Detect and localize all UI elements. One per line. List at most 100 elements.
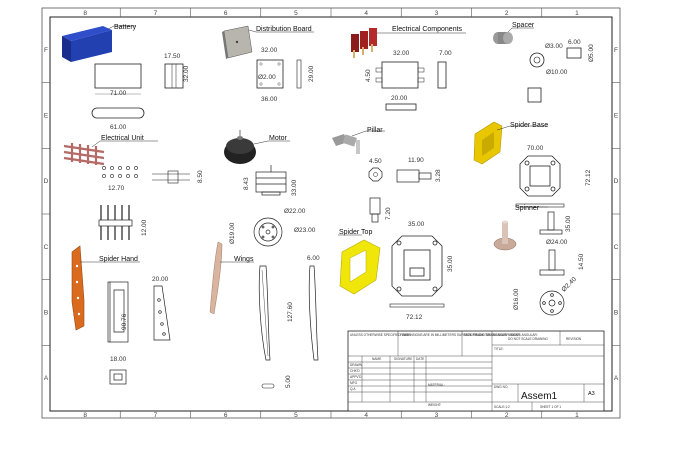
wings-iso xyxy=(209,241,223,315)
spinner-height-dim: 14.50 xyxy=(578,253,585,270)
battery-label: Battery xyxy=(114,24,137,31)
electrical-components-label: Electrical Components xyxy=(392,26,463,33)
zone-row-left-E: E xyxy=(44,113,49,120)
spider-hand-side-view xyxy=(153,285,171,341)
electrical-components-group: Electrical Components 32.00 4.50 7.00 20… xyxy=(351,26,466,111)
spacer-side-view xyxy=(566,47,582,59)
zone-col-bottom-1: 1 xyxy=(575,412,579,419)
spider-top-height-dim: 35.00 xyxy=(408,221,425,228)
spider-top-width-dim: 72.12 xyxy=(406,314,423,321)
title-block-col-name: NAME xyxy=(372,357,381,361)
zone-col-bottom-3: 3 xyxy=(435,412,439,419)
pillar-side-dim: 3.28 xyxy=(435,169,442,182)
wings-front-view xyxy=(258,265,271,361)
spinner-group: Spinner 35.00 Ø24.00 14.50 Ø16.00 Ø2.40 xyxy=(493,205,585,316)
electrical-unit-width-dim: 12.70 xyxy=(108,185,125,192)
motor-top-view xyxy=(253,217,283,247)
zone-row-left-B: B xyxy=(44,310,48,317)
title-block-material: MATERIAL: xyxy=(428,383,445,387)
electrical-components-width-dim: 32.00 xyxy=(393,50,410,57)
spider-top-iso xyxy=(339,239,381,295)
motor-side-dim: 33.00 xyxy=(291,179,298,196)
spacer-top-view xyxy=(529,52,545,68)
spider-top-top-view xyxy=(391,235,443,297)
spider-hand-front-view xyxy=(107,281,129,343)
spider-base-width-dim: 70.00 xyxy=(527,145,544,152)
zone-col-bottom-5: 5 xyxy=(294,412,298,419)
title-block-size: A3 xyxy=(588,391,595,397)
spacer-d2-dim: Ø10.00 xyxy=(546,69,568,76)
zone-col-top-1: 1 xyxy=(575,10,579,17)
spacer-iso xyxy=(493,32,513,44)
zone-col-top-8: 8 xyxy=(83,10,87,17)
spacer-d1-dim: Ø3.00 xyxy=(545,43,563,50)
zone-row-right-E: E xyxy=(614,113,619,120)
title-block-row-checked: CHK'D xyxy=(350,369,360,373)
title-block-revision: REVISION xyxy=(566,337,582,341)
distribution-board-label: Distribution Board xyxy=(256,26,312,33)
electrical-unit-side-view xyxy=(152,170,190,184)
title-block-dwg-no: DWG NO. xyxy=(494,385,508,389)
spinner-top-view xyxy=(539,290,565,316)
battery-side-dim: 32.00 xyxy=(183,65,190,82)
zone-col-top-7: 7 xyxy=(154,10,158,17)
spider-base-label: Spider Base xyxy=(510,122,548,129)
spinner-iso xyxy=(493,220,517,251)
electrical-components-side-dim: 4.50 xyxy=(365,69,372,82)
electrical-components-bottom-view xyxy=(385,103,417,111)
spider-hand-height-dim: 90.76 xyxy=(121,313,128,330)
pillar-front-view xyxy=(369,197,381,223)
spider-hand-bottom-view xyxy=(109,369,127,385)
electrical-unit-label: Electrical Unit xyxy=(101,135,144,142)
electrical-components-depth-dim: 7.00 xyxy=(439,50,452,57)
motor-diameter-dim: Ø22.00 xyxy=(284,208,306,215)
spinner-side-view xyxy=(539,211,563,235)
zone-row-right-C: C xyxy=(614,244,619,251)
spider-hand-group: Spider Hand 90.76 20.00 18.00 xyxy=(71,245,171,385)
wings-bottom-view xyxy=(261,383,275,389)
zone-row-right-F: F xyxy=(614,47,618,54)
motor-d3-dim: Ø23.00 xyxy=(294,227,316,234)
title-block-row-approved: APPV'D xyxy=(350,375,362,379)
distribution-board-group: Distribution Board 32.00 Ø2.00 36.00 29.… xyxy=(222,25,315,103)
title-block-dont-scale: DO NOT SCALE DRAWING xyxy=(508,337,548,341)
electrical-unit-side-dim: 8.50 xyxy=(197,170,204,183)
electrical-unit-iso xyxy=(63,143,105,166)
zone-row-left-F: F xyxy=(44,47,48,54)
motor-group: Motor 8.43 33.00 Ø22.00 Ø19.00 Ø23.00 xyxy=(224,130,316,247)
zone-row-right-D: D xyxy=(614,178,619,185)
spinner-hole-dim: Ø2.40 xyxy=(560,276,578,294)
title-block-weight: WEIGHT: xyxy=(428,403,441,407)
zone-row-left-C: C xyxy=(44,244,49,251)
motor-d2-dim: Ø19.00 xyxy=(229,222,236,244)
spacer-width-dim: 6.00 xyxy=(568,39,581,46)
spider-top-group: Spider Top 35.00 35.00 72.12 xyxy=(338,221,454,321)
spider-base-height-dim: 72.12 xyxy=(585,169,592,186)
spinner-front-view xyxy=(539,249,565,276)
pillar-iso xyxy=(332,134,360,154)
electrical-components-iso xyxy=(351,28,377,58)
distribution-board-top-view xyxy=(256,59,284,89)
title-block-sheet: SHEET 1 OF 1 xyxy=(540,405,561,409)
zone-marks xyxy=(42,8,620,418)
title-block-part-name: Assem1 xyxy=(521,391,558,402)
wings-section-dim: 5.00 xyxy=(285,375,292,388)
title-block-col-date: DATE xyxy=(416,357,424,361)
title-block-row-qa: Q.A xyxy=(350,387,356,391)
electrical-unit-group: Electrical Unit 12.70 8.50 12.00 xyxy=(63,135,204,240)
zone-col-bottom-2: 2 xyxy=(505,412,509,419)
zone-col-bottom-6: 6 xyxy=(224,412,228,419)
battery-group: Battery 71.00 17.50 32.00 61.00 xyxy=(62,24,190,131)
spinner-side-dim: 35.00 xyxy=(565,215,572,232)
spider-base-iso xyxy=(473,121,503,165)
motor-side-view xyxy=(255,165,287,196)
motor-height-dim: 8.43 xyxy=(243,177,250,190)
title-block-deburr: DEBURR AND BREAK SHARP EDGES xyxy=(464,333,520,337)
pillar-group: Pillar 4.50 11.90 3.28 7.20 xyxy=(332,127,442,223)
spider-hand-iso xyxy=(71,245,85,331)
spider-top-label: Spider Top xyxy=(339,229,372,236)
spacer-height-dim: Ø5.00 xyxy=(588,44,595,62)
title-block-notes: UNLESS OTHERWISE SPECIFIED: DIMENSIONS A… xyxy=(350,333,538,337)
spider-hand-base-dim: 18.00 xyxy=(110,356,127,363)
pillar-label: Pillar xyxy=(367,127,383,134)
